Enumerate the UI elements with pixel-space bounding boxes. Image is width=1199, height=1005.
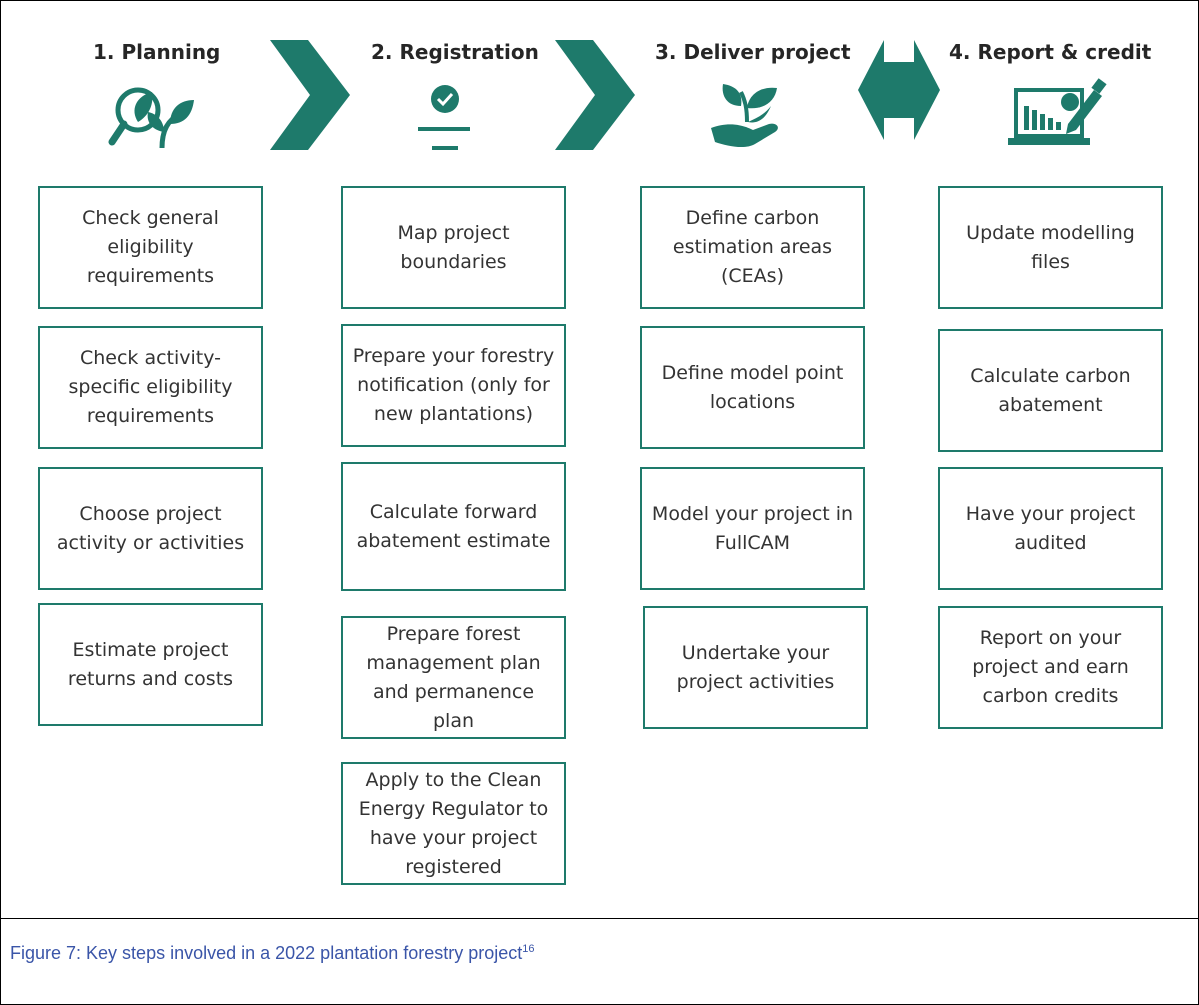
planning-step-3: Choose project activity or activities <box>38 467 263 590</box>
box-text: Update modelling files <box>966 221 1135 273</box>
box-text: Undertake your project activities <box>676 641 835 693</box>
box-text: Have your project audited <box>965 502 1136 554</box>
step-heading-deliver: 3. Deliver project <box>655 40 851 64</box>
registration-step-1: Map project boundaries <box>341 186 566 309</box>
step-heading-registration: 2. Registration <box>371 40 539 64</box>
report-step-4: Report on your project and earn carbon c… <box>938 606 1163 729</box>
deliver-step-1: Define carbon estimation areas (CEAs) <box>640 186 865 309</box>
registration-step-5: Apply to the Clean Energy Regulator to h… <box>341 762 566 885</box>
double-arrow <box>858 40 940 140</box>
box-text: Prepare your forestry notification (only… <box>352 345 555 425</box>
report-step-3: Have your project audited <box>938 467 1163 590</box>
box-text: Estimate project returns and costs <box>67 638 234 690</box>
box-text: Apply to the Clean Energy Regulator to h… <box>358 768 549 878</box>
report-step-1: Update modelling files <box>938 186 1163 309</box>
magnifier-leaf-icon <box>108 87 194 149</box>
caption-divider <box>0 918 1199 919</box>
planning-step-4: Estimate project returns and costs <box>38 603 263 726</box>
figure-caption: Figure 7: Key steps involved in a 2022 p… <box>10 943 535 964</box>
chevron-arrow-2 <box>555 40 635 150</box>
box-text: Map project boundaries <box>397 221 510 273</box>
box-text: Model your project in FullCAM <box>651 502 854 554</box>
box-text: Prepare forest management plan and perma… <box>366 622 541 732</box>
deliver-step-4: Undertake your project activities <box>643 606 868 729</box>
planning-step-2: Check activity-specific eligibility requ… <box>38 326 263 449</box>
registration-step-3: Calculate forward abatement estimate <box>341 462 566 591</box>
caption-text: Figure 7: Key steps involved in a 2022 p… <box>10 943 523 963</box>
report-step-2: Calculate carbon abatement <box>938 329 1163 452</box>
box-text: Choose project activity or activities <box>56 502 245 554</box>
registration-step-2: Prepare your forestry notification (only… <box>341 324 566 447</box>
box-text: Calculate carbon abatement <box>970 364 1131 416</box>
step-heading-planning: 1. Planning <box>93 40 221 64</box>
deliver-step-3: Model your project in FullCAM <box>640 467 865 590</box>
box-text: Report on your project and earn carbon c… <box>972 627 1129 707</box>
caption-footnote[interactable]: 16 <box>522 943 535 955</box>
checkmark-podium-icon <box>418 85 470 150</box>
hand-plant-icon <box>711 84 778 148</box>
box-text: Calculate forward abatement estimate <box>356 500 551 552</box>
planning-step-1: Check general eligibility requirements <box>38 186 263 309</box>
box-text: Define carbon estimation areas (CEAs) <box>672 207 833 287</box>
box-text: Check activity-specific eligibility requ… <box>68 347 233 427</box>
step-heading-report: 4. Report & credit <box>949 40 1152 64</box>
box-text: Define model point locations <box>661 361 844 413</box>
laptop-chart-icon <box>1008 78 1107 145</box>
chevron-arrow-1 <box>270 40 350 150</box>
box-text: Check general eligibility requirements <box>82 207 219 287</box>
registration-step-4: Prepare forest management plan and perma… <box>341 616 566 739</box>
deliver-step-2: Define model point locations <box>640 326 865 449</box>
